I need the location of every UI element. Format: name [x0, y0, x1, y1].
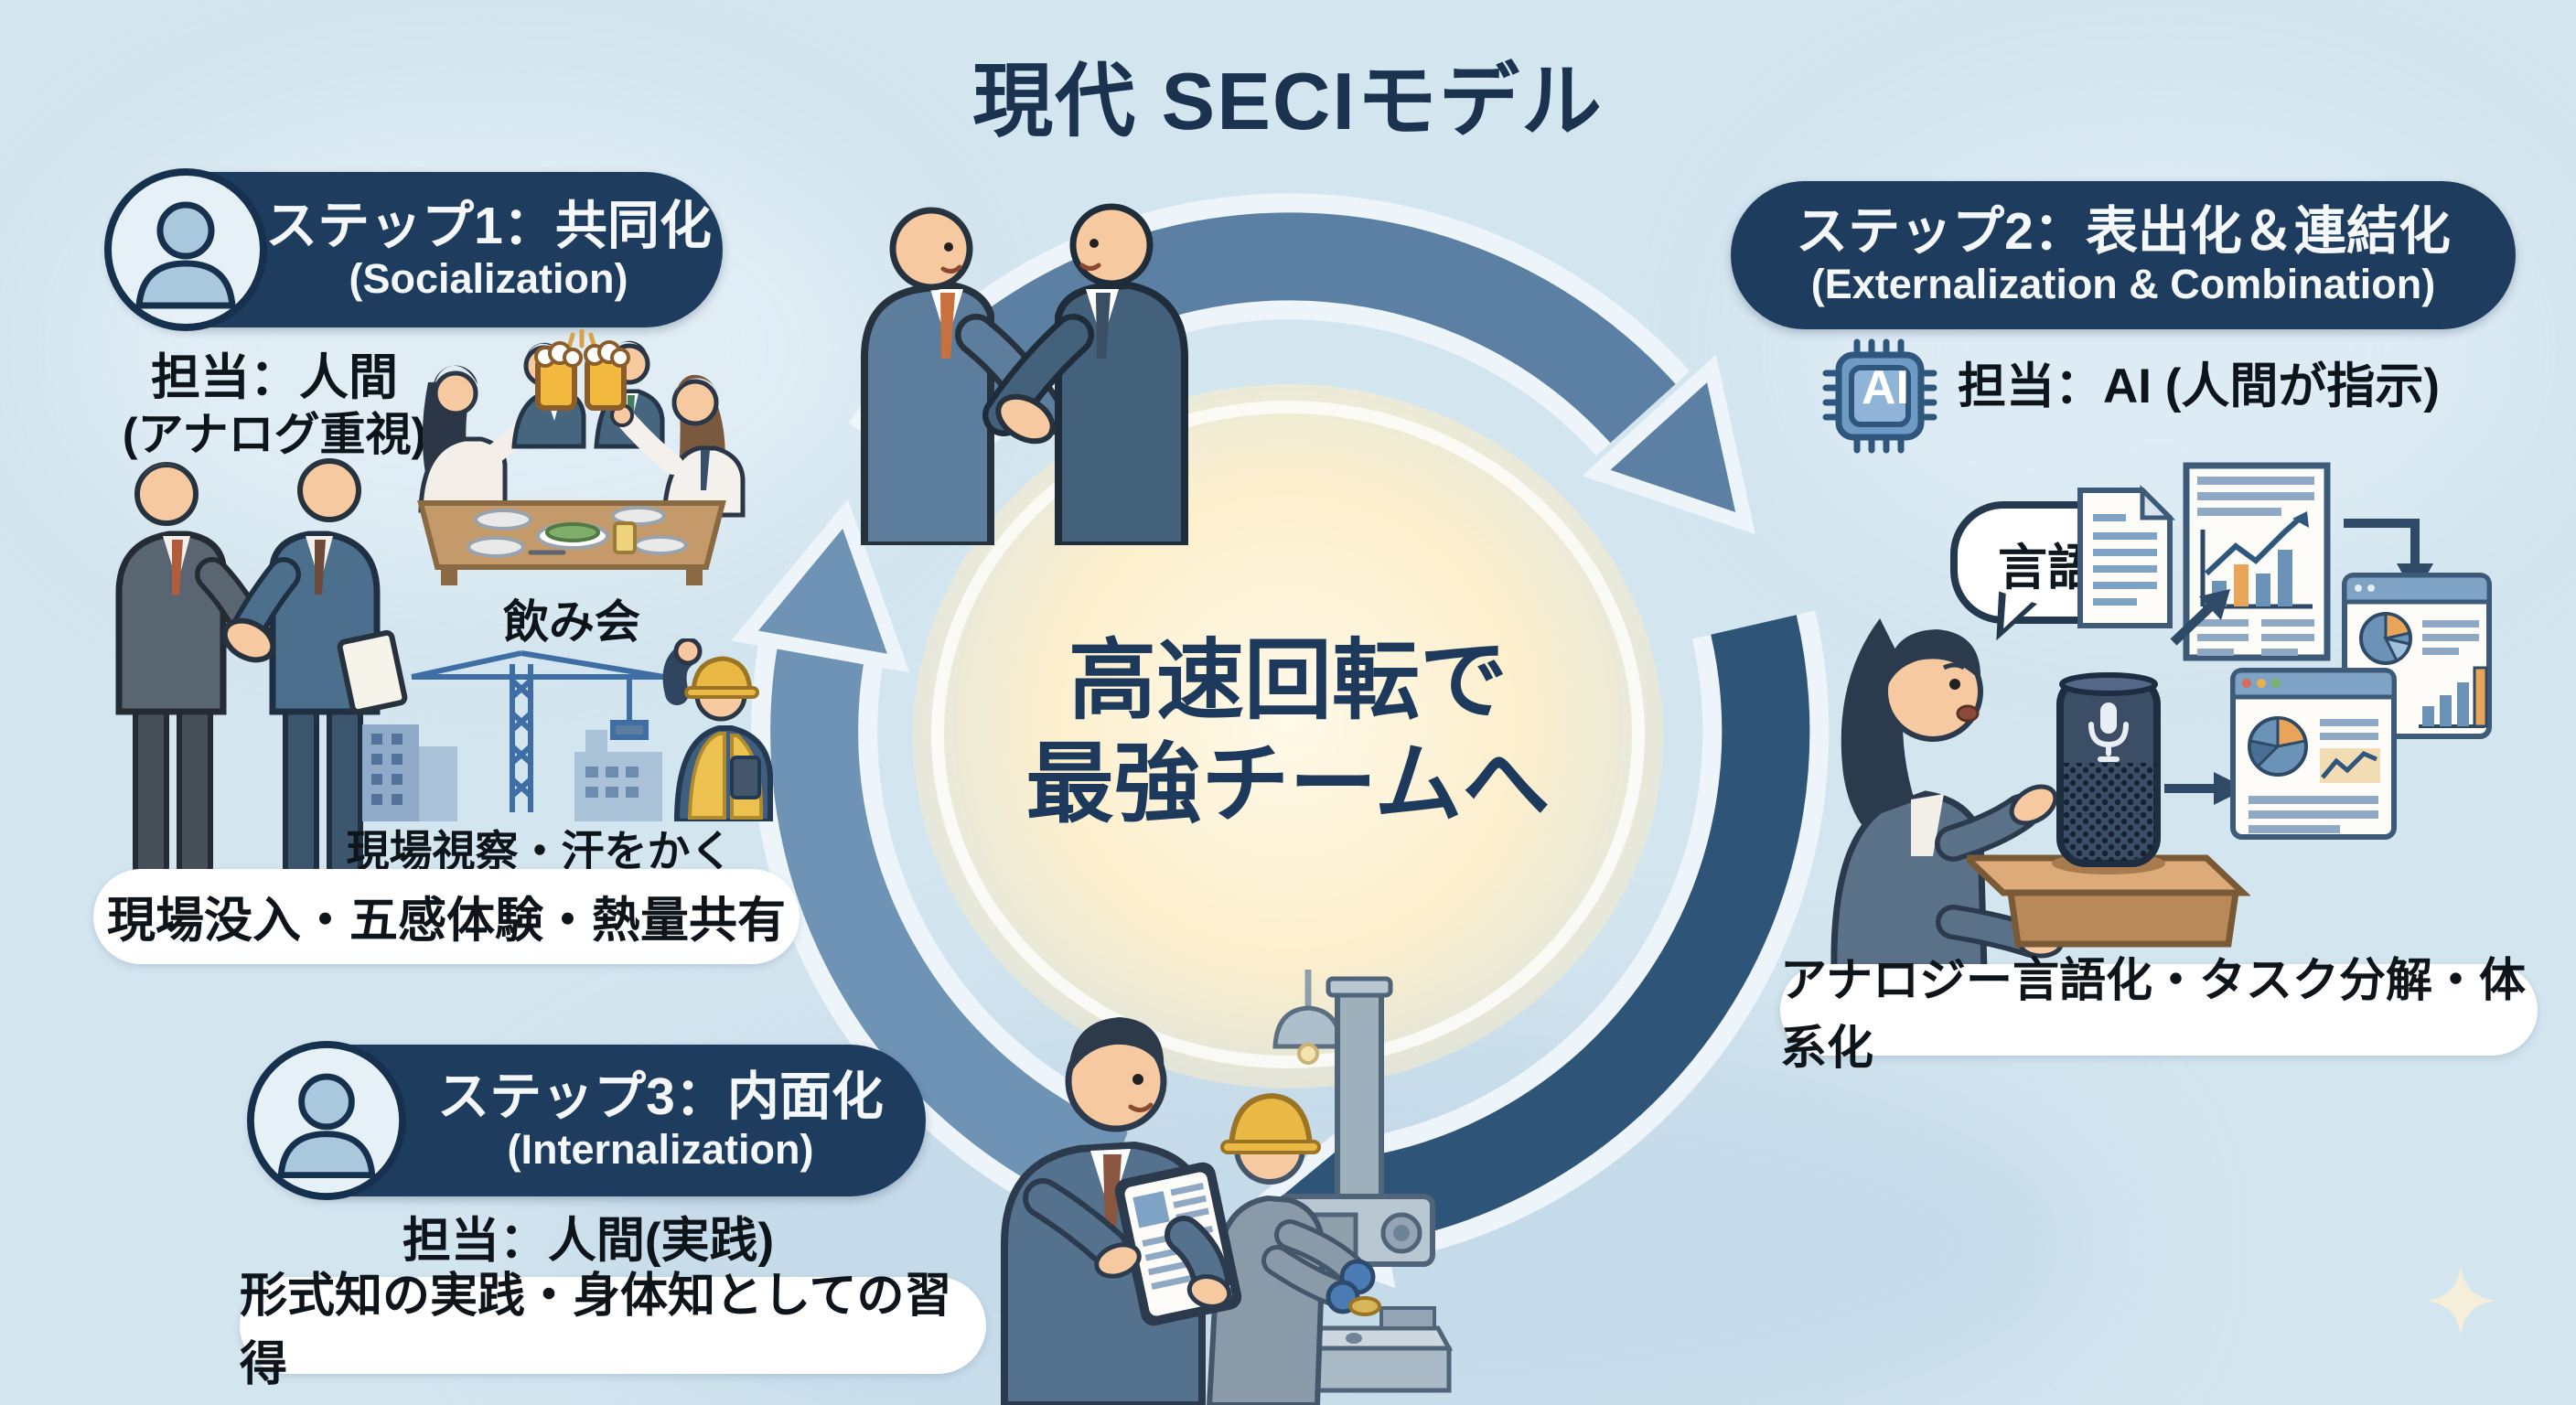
step1-summary: 現場没入・五感体験・熱量共有 [107, 894, 786, 948]
businessman-left [861, 207, 1067, 545]
center-slogan-line1: 高速回転で [1068, 632, 1508, 730]
suit-man-with-tablet [1001, 1017, 1242, 1405]
speaking-woman-illustration [1830, 618, 2063, 970]
construction-caption: 現場視察・汗をかく [346, 827, 734, 875]
dinner-table [417, 500, 726, 585]
construction-site-illustration [362, 638, 773, 821]
sparkle-icon [2426, 1266, 2496, 1335]
site-worker [662, 638, 773, 821]
handshake-large-illustration [861, 203, 1188, 545]
desk [1967, 854, 2250, 948]
smart-speaker [2052, 672, 2165, 874]
machine-worker [1206, 1092, 1381, 1405]
step2-badge: ステップ2：表出化＆連結化 (Externalization & Combina… [1731, 181, 2516, 329]
step3-badge: ステップ3：内面化 (Internalization) [247, 1041, 926, 1200]
step1-summary-pill: 現場没入・五感体験・熱量共有 [93, 869, 800, 964]
handshake-hands [995, 393, 1056, 445]
step3-summary: 形式知の実践・身体知としての習得 [240, 1270, 952, 1391]
person-avatar-icon [247, 1041, 406, 1205]
step1-subtitle: (Socialization) [349, 254, 628, 302]
document-icon [2077, 484, 2176, 628]
step2-owner: 担当：AI (人間が指示) [1958, 359, 2441, 413]
step2-title: ステップ2：表出化＆連結化 [1796, 201, 2451, 261]
step3-title: ステップ3：内面化 [437, 1067, 884, 1126]
factory-practice-illustration [1001, 970, 1454, 1405]
step1-owner-line1: 担当：人間 [151, 350, 398, 405]
step2-subtitle: (Externalization & Combination) [1810, 260, 2436, 307]
page-title: 現代 SECIモデル [972, 56, 1604, 146]
businessman-right [982, 203, 1188, 545]
ai-chip-icon [1822, 338, 1937, 454]
smart-speaker-illustration [1967, 672, 2250, 948]
cycle-arrow-left [731, 499, 1136, 1231]
mic-icon [2088, 702, 2129, 762]
person-shirt-right [610, 374, 746, 518]
step3-subtitle: (Internalization) [507, 1125, 814, 1173]
crane [411, 650, 665, 812]
center-slogan-line2: 最強チームへ [1025, 735, 1551, 834]
step3-owner: 担当：人間(実践) [402, 1214, 775, 1268]
step3-summary-pill: 形式知の実践・身体知としての習得 [240, 1270, 986, 1391]
step1-owner-line2: (アナログ重視) [122, 408, 427, 460]
step2-summary-pill: アナロジー言語化・タスク分解・体系化 [1780, 954, 2538, 1074]
step1-owner: 担当：人間 (アナログ重視) [73, 349, 476, 462]
center-slogan: 高速回転で 最強チームへ [904, 629, 1672, 837]
step1-badge: ステップ1：共同化 (Socialization) [104, 168, 723, 331]
step1-title: ステップ1：共同化 [265, 196, 712, 255]
beer-mugs [534, 328, 630, 411]
browser-window-pie-line [2230, 668, 2397, 840]
drinking-party-caption: 飲み会 [503, 596, 640, 648]
pendant-lamp-icon [1272, 970, 1344, 1065]
ai-chip-label: AI [1862, 361, 1909, 414]
report-chart-icon [2183, 462, 2331, 661]
handshake-hands [221, 617, 276, 663]
step2-summary: アナロジー言語化・タスク分解・体系化 [1780, 954, 2526, 1074]
person-avatar-icon [104, 168, 267, 336]
city-buildings [362, 724, 662, 821]
drinking-party-illustration [417, 328, 746, 585]
